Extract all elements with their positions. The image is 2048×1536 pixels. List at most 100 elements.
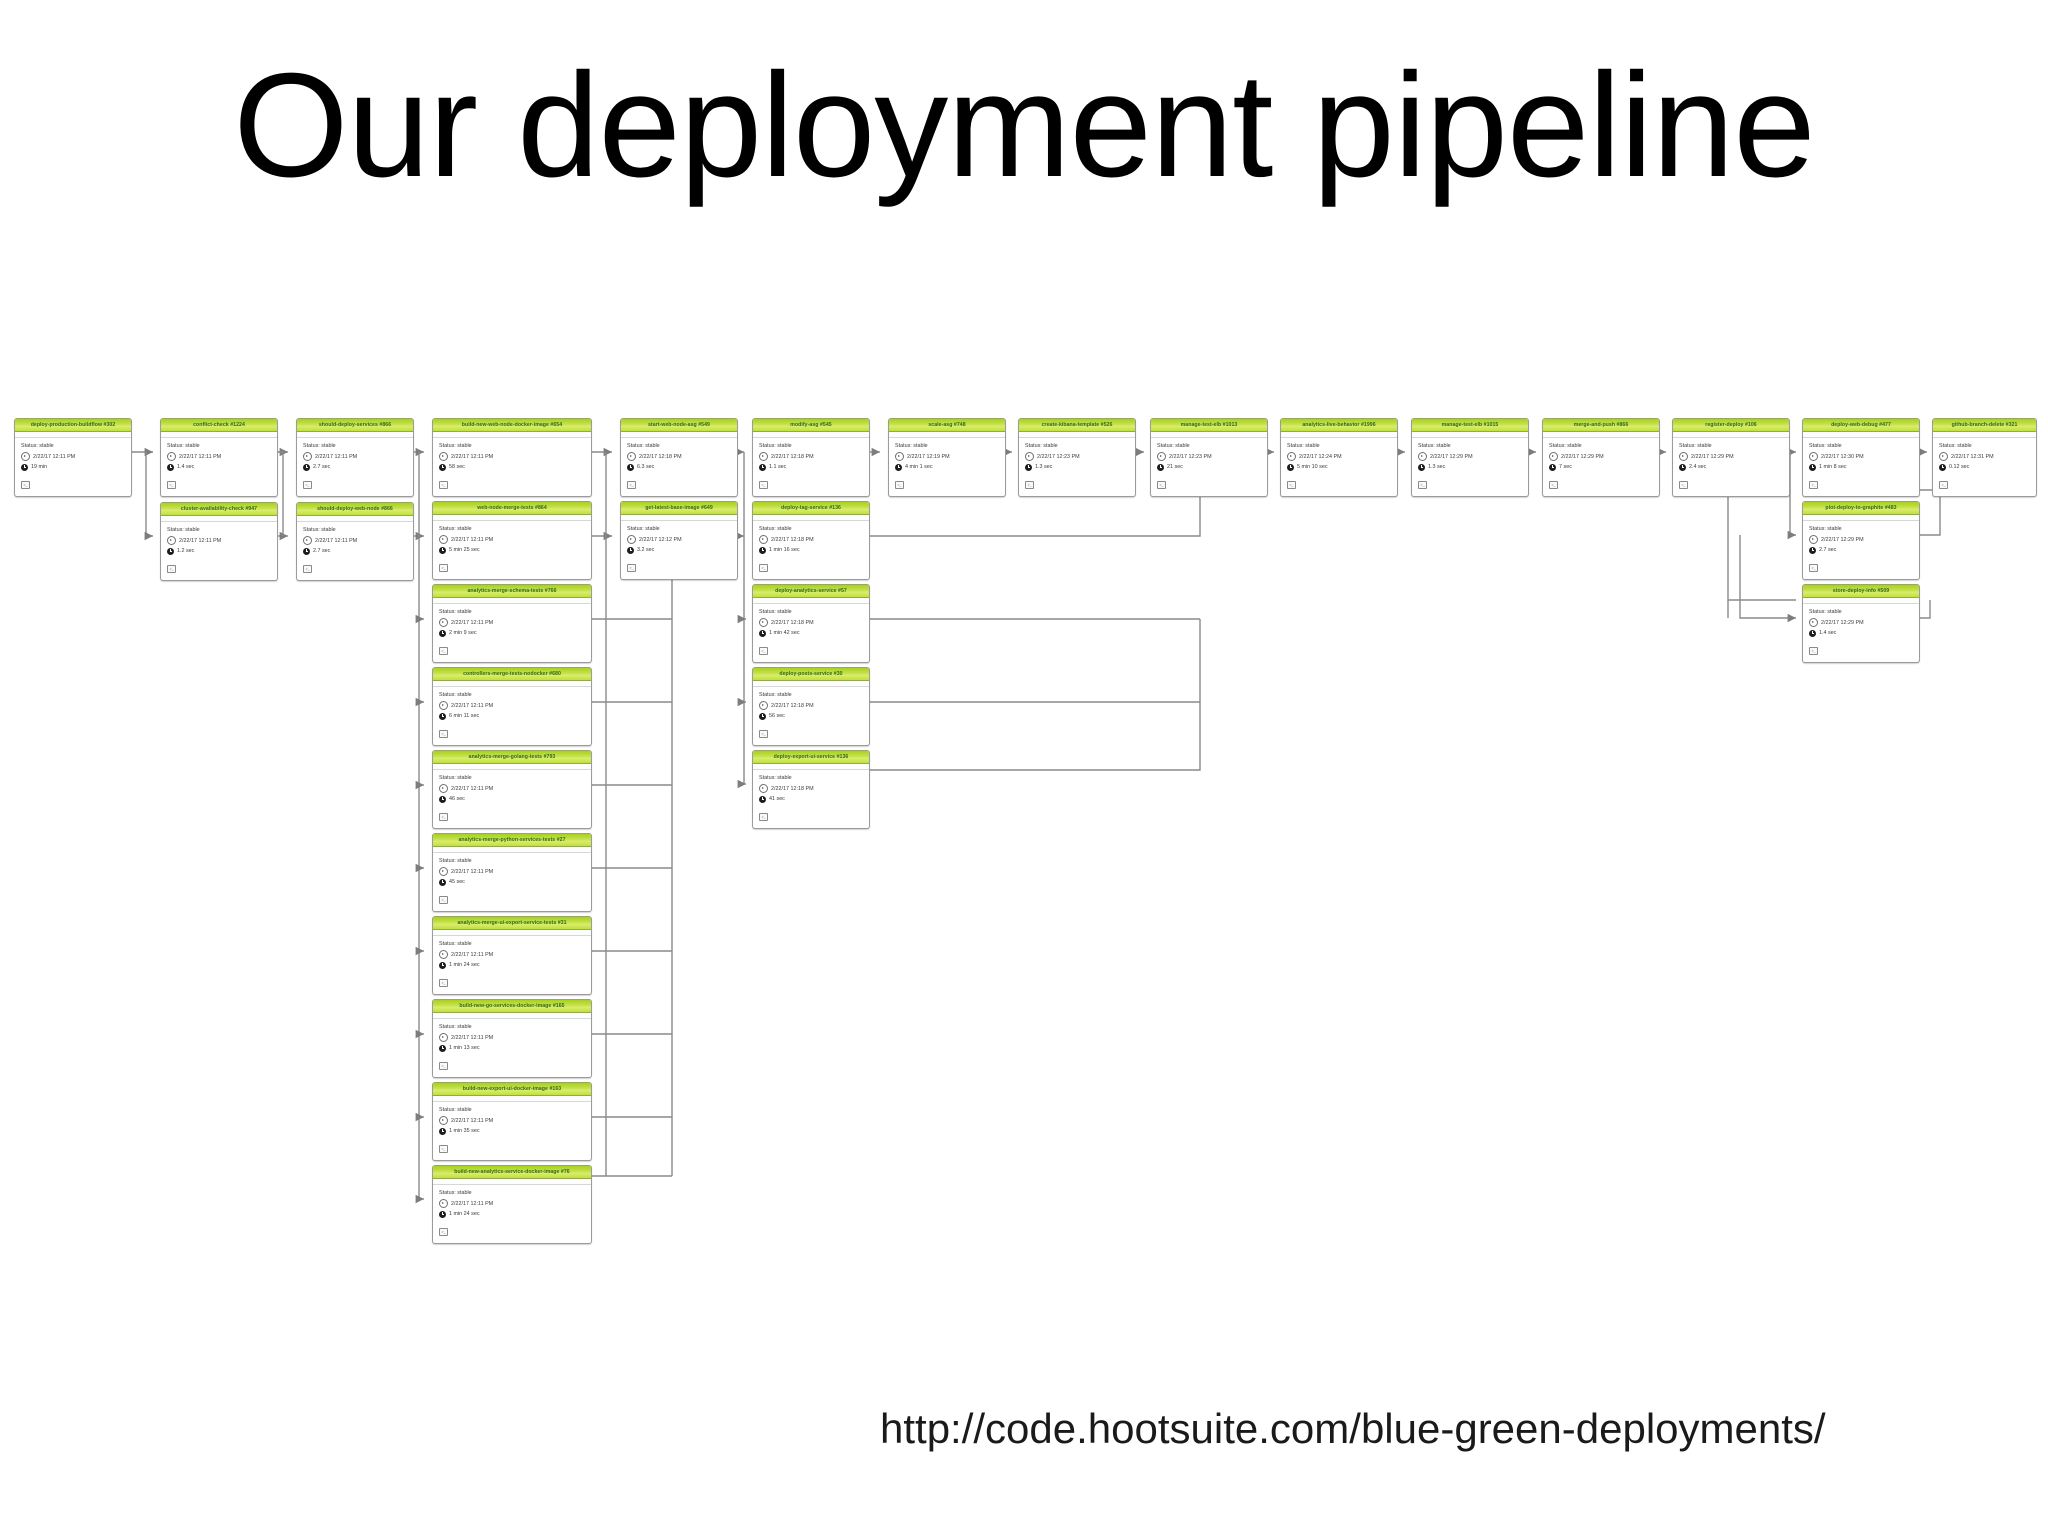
pipeline-node-title[interactable]: should-deploy-services #866 — [297, 419, 413, 432]
source-url[interactable]: http://code.hootsuite.com/blue-green-dep… — [880, 1405, 1826, 1452]
pipeline-node-title[interactable]: web-node-merge-tests #864 — [433, 502, 591, 515]
pipeline-node-title[interactable]: create-kibana-template #526 — [1019, 419, 1135, 432]
pipeline-node-title[interactable]: get-latest-base-image #649 — [621, 502, 737, 515]
console-icon[interactable]: >_ — [167, 565, 176, 573]
pipeline-node-title[interactable]: analytics-merge-ui-export-service-tests … — [433, 917, 591, 930]
console-icon[interactable]: >_ — [1418, 481, 1427, 489]
console-icon[interactable]: >_ — [627, 564, 636, 572]
console-icon[interactable]: >_ — [303, 481, 312, 489]
console-icon[interactable]: >_ — [439, 979, 448, 987]
console-icon[interactable]: >_ — [439, 647, 448, 655]
pipeline-node-title[interactable]: deploy-export-ui-service #136 — [753, 751, 869, 764]
pipeline-node-title[interactable]: analytics-merge-python-services-tests #2… — [433, 834, 591, 847]
pipeline-node-title[interactable]: build-new-web-node-docker-image #654 — [433, 419, 591, 432]
pipeline-node[interactable]: analytics-merge-ui-export-service-tests … — [432, 916, 592, 995]
pipeline-node-title[interactable]: scale-asg #748 — [889, 419, 1005, 432]
pipeline-node-title[interactable]: conflict-check #1224 — [161, 419, 277, 432]
pipeline-node-title[interactable]: deploy-posts-service #30 — [753, 668, 869, 681]
pipeline-node-title[interactable]: analytics-merge-golang-tests #793 — [433, 751, 591, 764]
console-icon[interactable]: >_ — [1809, 564, 1818, 572]
console-icon[interactable]: >_ — [1939, 481, 1948, 489]
console-icon[interactable]: >_ — [759, 730, 768, 738]
console-icon[interactable]: >_ — [439, 481, 448, 489]
pipeline-node-title[interactable]: manage-test-elb #1015 — [1412, 419, 1528, 432]
pipeline-node-title[interactable]: start-web-node-asg #549 — [621, 419, 737, 432]
console-icon[interactable]: >_ — [439, 1145, 448, 1153]
console-icon[interactable]: >_ — [1025, 481, 1034, 489]
console-icon[interactable]: >_ — [1287, 481, 1296, 489]
console-icon[interactable]: >_ — [439, 564, 448, 572]
console-icon[interactable]: >_ — [759, 647, 768, 655]
pipeline-node[interactable]: build-new-analytics-service-docker-image… — [432, 1165, 592, 1244]
pipeline-node-title[interactable]: manage-test-elb #1013 — [1151, 419, 1267, 432]
console-icon[interactable]: >_ — [439, 813, 448, 821]
console-icon[interactable]: >_ — [1809, 647, 1818, 655]
console-icon[interactable]: >_ — [759, 564, 768, 572]
console-icon[interactable]: >_ — [1809, 481, 1818, 489]
pipeline-node-title[interactable]: build-new-export-ui-docker-image #163 — [433, 1083, 591, 1096]
pipeline-node-title[interactable]: build-new-analytics-service-docker-image… — [433, 1166, 591, 1179]
console-icon[interactable]: >_ — [1679, 481, 1688, 489]
console-icon[interactable]: >_ — [627, 481, 636, 489]
pipeline-node-title[interactable]: deploy-analytics-service #57 — [753, 585, 869, 598]
pipeline-node-title[interactable]: register-deploy #106 — [1673, 419, 1789, 432]
pipeline-node-title[interactable]: controllers-merge-tests-nodocker #680 — [433, 668, 591, 681]
console-icon[interactable]: >_ — [439, 1228, 448, 1236]
console-icon[interactable]: >_ — [759, 481, 768, 489]
console-icon[interactable]: >_ — [21, 481, 30, 489]
pipeline-node-title[interactable]: github-branch-delete #321 — [1933, 419, 2036, 432]
pipeline-node-title[interactable]: deploy-production-buildflow #302 — [15, 419, 131, 432]
console-icon[interactable]: >_ — [1157, 481, 1166, 489]
pipeline-node-title[interactable]: store-deploy-info #509 — [1803, 585, 1919, 598]
pipeline-node-title[interactable]: modify-asg #545 — [753, 419, 869, 432]
pipeline-node-title[interactable]: deploy-tag-service #136 — [753, 502, 869, 515]
console-icon[interactable]: >_ — [895, 481, 904, 489]
pipeline-node-title[interactable]: plot-deploy-to-graphite #483 — [1803, 502, 1919, 515]
pipeline-node-title[interactable]: should-deploy-web-node #866 — [297, 503, 413, 516]
console-icon[interactable]: >_ — [439, 730, 448, 738]
console-icon[interactable]: >_ — [167, 481, 176, 489]
pipeline-node-title[interactable]: analytics-live-behavior #1996 — [1281, 419, 1397, 432]
console-icon[interactable]: >_ — [303, 565, 312, 573]
pipeline-node-title[interactable]: analytics-merge-schema-tests #766 — [433, 585, 591, 598]
pipeline-node-title[interactable]: build-new-go-services-docker-image #165 — [433, 1000, 591, 1013]
pipeline-node[interactable]: analytics-merge-python-services-tests #2… — [432, 833, 592, 912]
pipeline-node-title[interactable]: cluster-availability-check #947 — [161, 503, 277, 516]
console-icon[interactable]: >_ — [439, 1062, 448, 1070]
pipeline-node-title[interactable]: merge-and-push #866 — [1543, 419, 1659, 432]
console-icon[interactable]: >_ — [1549, 481, 1558, 489]
pipeline-node-title[interactable]: deploy-web-debug #477 — [1803, 419, 1919, 432]
console-icon[interactable]: >_ — [759, 813, 768, 821]
console-icon[interactable]: >_ — [439, 896, 448, 904]
